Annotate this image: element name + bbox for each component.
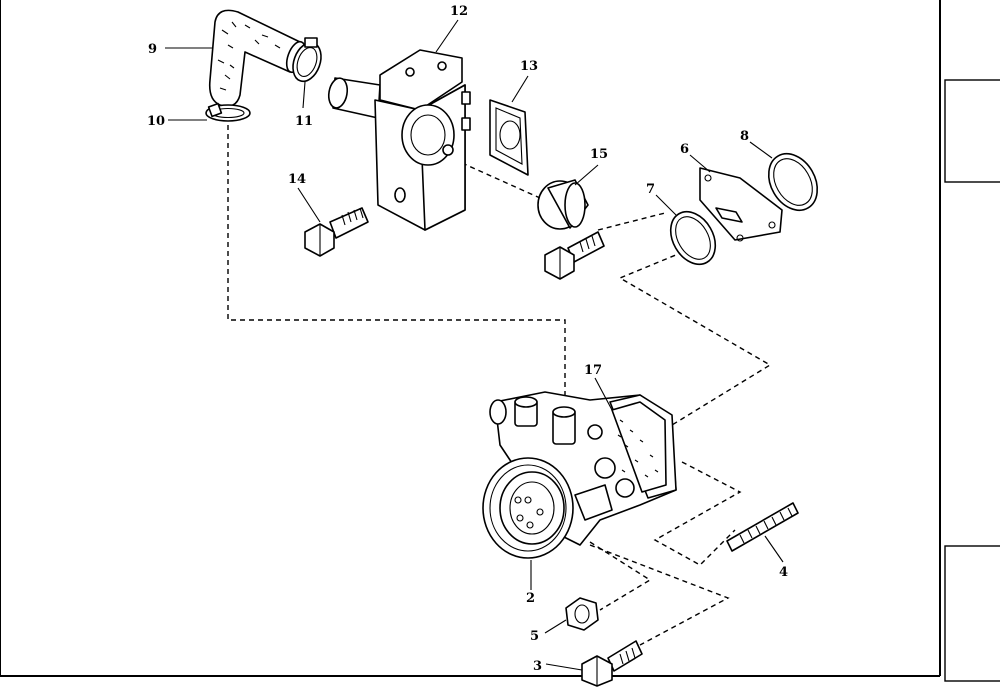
page-frame: [0, 0, 941, 677]
callout-9: 9: [148, 42, 157, 57]
page-tab-upper: [944, 79, 1000, 183]
housing-bolt-part: [304, 207, 369, 257]
assembly-lines: [227, 125, 772, 646]
callout-3: 3: [533, 659, 542, 674]
leader-lines: [165, 19, 784, 671]
callout-labels: 9 10 11 12 13 14 15 6 7 8 17 2 4 5 3: [147, 4, 788, 674]
o-ring-large-part: [767, 152, 819, 212]
thermostat-housing-part: [327, 49, 471, 231]
callout-6: 6: [680, 142, 689, 157]
callout-8: 8: [740, 129, 749, 144]
callout-5: 5: [530, 629, 539, 644]
callout-7: 7: [646, 182, 655, 197]
callout-10: 10: [147, 114, 165, 129]
cover-plate-part: [699, 167, 783, 242]
callout-12: 12: [450, 4, 468, 19]
hose-clamp-upper-part: [292, 37, 322, 83]
rubber-grommet-part: [537, 179, 589, 230]
pump-bolt-part: [581, 640, 643, 687]
stud-part: [726, 502, 799, 552]
water-pump-part: [489, 391, 677, 546]
grommet-bolt-part: [544, 231, 605, 280]
callout-13: 13: [520, 59, 538, 74]
nut-part: [565, 597, 599, 631]
page-tab-lower: [944, 545, 1000, 682]
o-ring-small-part: [669, 210, 717, 266]
housing-gasket-part: [489, 99, 529, 176]
callout-17: 17: [584, 363, 602, 378]
callout-11: 11: [295, 114, 313, 129]
callout-15: 15: [590, 147, 608, 162]
callout-4: 4: [779, 565, 788, 580]
hose-clamp-lower-part: [205, 102, 251, 122]
callout-14: 14: [288, 172, 306, 187]
callout-2: 2: [526, 591, 535, 606]
pump-pulley-part: [482, 457, 574, 559]
